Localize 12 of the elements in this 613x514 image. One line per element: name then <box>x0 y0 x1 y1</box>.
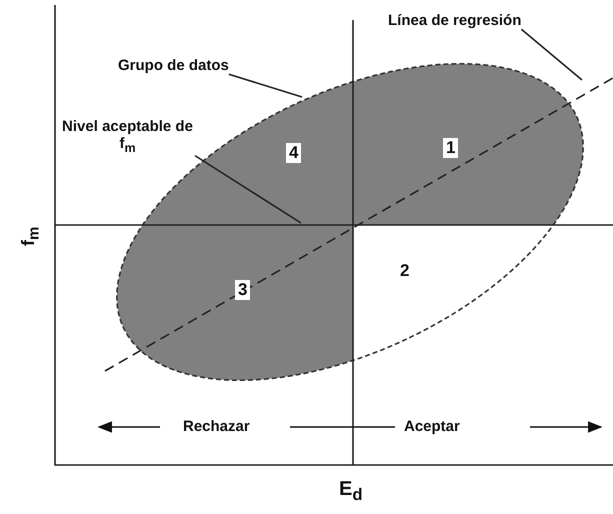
decision-label: Rechazar <box>183 418 250 436</box>
callout-label: Nivel aceptable de f$_{m}$ <box>60 118 195 156</box>
axis-title: E$_{d}$ <box>339 478 363 504</box>
decision-label: Aceptar <box>404 418 460 436</box>
leader-line <box>520 28 583 81</box>
leader-line <box>228 73 302 98</box>
callout-label: Línea de regresión <box>388 12 522 30</box>
region-number: 4 <box>286 143 302 163</box>
region-number: 3 <box>235 280 250 300</box>
callout-label: Grupo de datos <box>118 57 229 74</box>
region-number: 1 <box>443 138 458 158</box>
region-number: 2 <box>400 261 410 281</box>
